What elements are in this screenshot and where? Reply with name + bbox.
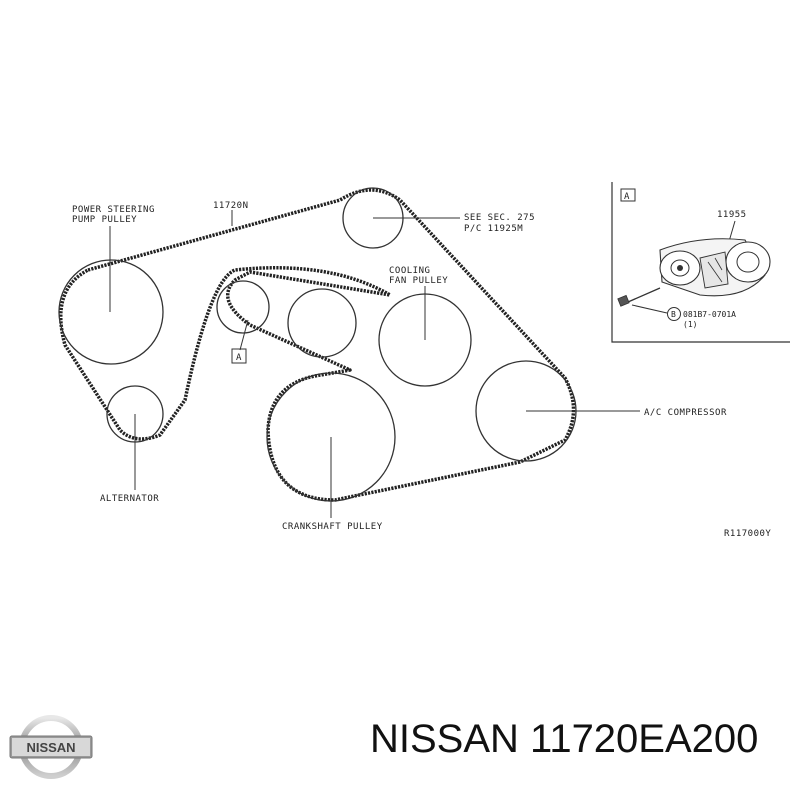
bolt-part-number: 081B7-0701A <box>683 310 736 319</box>
label-cooling-1: COOLING <box>389 266 430 276</box>
power-steering-pulley <box>58 259 164 365</box>
inset-view-a: A 11955 B 081B7-0701A (1) <box>611 182 790 343</box>
bolt-quantity: (1) <box>683 320 697 329</box>
leader-marker-a <box>239 319 249 351</box>
label-alternator: ALTERNATOR <box>100 494 159 504</box>
tensioner-assembly-icon <box>659 238 771 297</box>
bolt-icon <box>617 287 661 307</box>
bolt-ref-circle <box>667 307 681 321</box>
label-power-steering: POWER STEERING <box>72 205 155 215</box>
bolt-ref-letter: B <box>671 310 676 319</box>
inset-leader-bolt <box>631 304 668 314</box>
inset-part-number: 11955 <box>717 210 747 220</box>
inset-frame <box>611 182 790 343</box>
inset-marker-text: A <box>624 192 630 202</box>
inset-marker-box <box>620 188 636 202</box>
tensioner-pulley <box>287 288 357 358</box>
label-power-steering-2: PUMP PULLEY <box>72 215 137 225</box>
label-ref-code: R117000Y <box>724 529 771 539</box>
label-see-sec-2: P/C 11925M <box>464 224 523 234</box>
serpentine-belt <box>59 188 576 502</box>
label-ac-compressor: A/C COMPRESSOR <box>644 408 727 418</box>
idler-pulley-small <box>216 280 270 334</box>
marker-a-box <box>231 348 247 364</box>
svg-text:NISSAN: NISSAN <box>26 740 75 755</box>
part-title: NISSAN 11720EA200 <box>370 717 759 761</box>
nissan-logo: NISSAN <box>8 714 94 780</box>
label-crankshaft: CRANKSHAFT PULLEY <box>282 522 383 532</box>
label-see-sec-1: SEE SEC. 275 <box>464 213 535 223</box>
label-cooling-2: FAN PULLEY <box>389 276 448 286</box>
marker-a-text: A <box>236 353 242 363</box>
label-belt-part: 11720N <box>213 201 249 211</box>
